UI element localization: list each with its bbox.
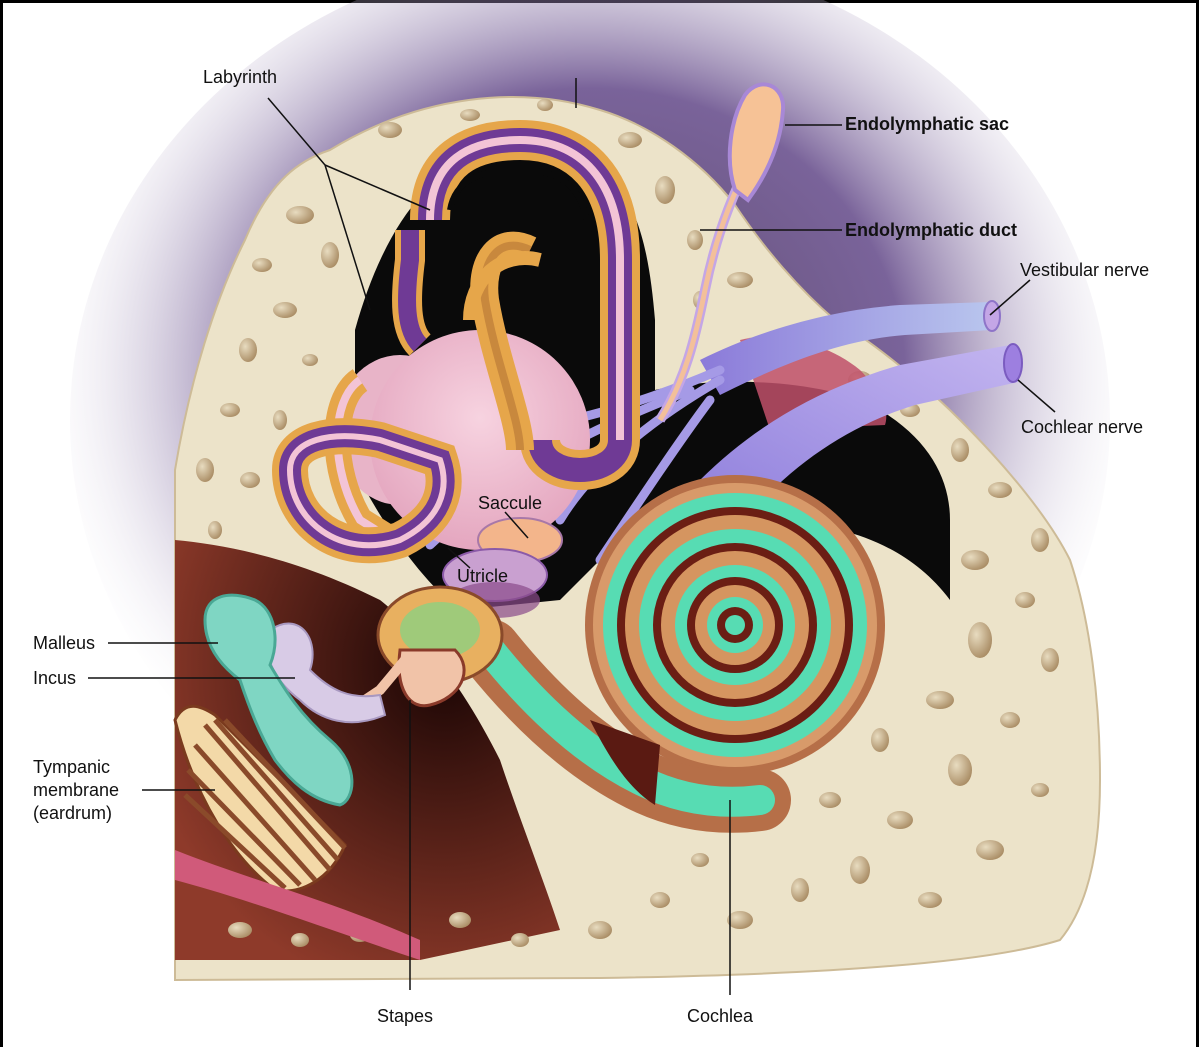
label-cochlear-nerve: Cochlear nerve [1021,416,1143,438]
label-stapes: Stapes [377,1005,433,1027]
label-incus: Incus [33,667,76,689]
label-cochlea: Cochlea [687,1005,753,1027]
label-labyrinth: Labyrinth [203,66,277,88]
label-utricle: Utricle [457,565,508,587]
label-malleus: Malleus [33,632,95,654]
label-saccule: Saccule [478,492,542,514]
label-vestibular-nerve: Vestibular nerve [1020,259,1149,281]
label-endolymphatic-sac: Endolymphatic sac [845,113,1009,135]
label-tympanic-membrane: Tympanic membrane (eardrum) [33,756,119,825]
label-endolymphatic-duct: Endolymphatic duct [845,219,1017,241]
